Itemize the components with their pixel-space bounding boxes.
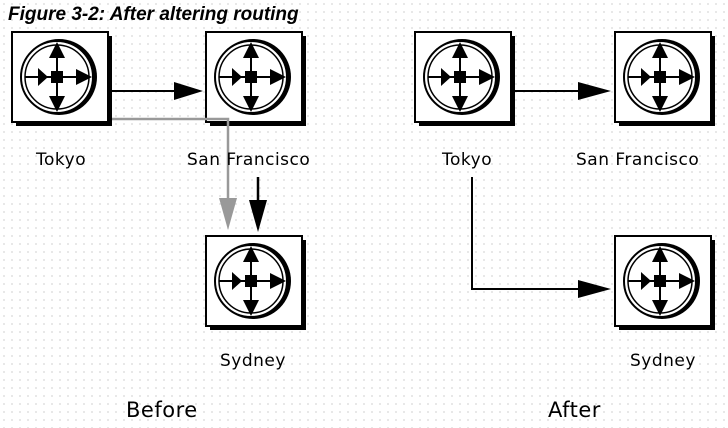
before-sf-node: [205, 31, 307, 127]
after-tokyo-sydney-arrow: [471, 177, 611, 298]
after-sf-node: [614, 31, 716, 127]
before-tokyo-node: [11, 31, 113, 127]
after-caption: After: [548, 398, 601, 422]
before-sf-sydney-arrow: [249, 177, 267, 232]
before-sydney-label: Sydney: [220, 351, 286, 371]
after-sydney-node: [614, 235, 716, 331]
after-tokyo-node: [414, 31, 516, 127]
figure-title: Figure 3-2: After altering routing: [8, 4, 299, 25]
after-tokyo-label: Tokyo: [442, 150, 493, 170]
before-sydney-node: [205, 235, 307, 331]
before-tokyo-sf-arrow: [112, 82, 203, 100]
after-tokyo-sf-arrow: [515, 82, 611, 100]
before-old-route-arrow: [112, 117, 237, 230]
before-tokyo-label: Tokyo: [36, 150, 87, 170]
before-caption: Before: [126, 398, 198, 422]
before-sf-label: San Francisco: [187, 150, 311, 170]
after-sf-label: San Francisco: [576, 150, 700, 170]
after-sydney-label: Sydney: [630, 351, 696, 371]
